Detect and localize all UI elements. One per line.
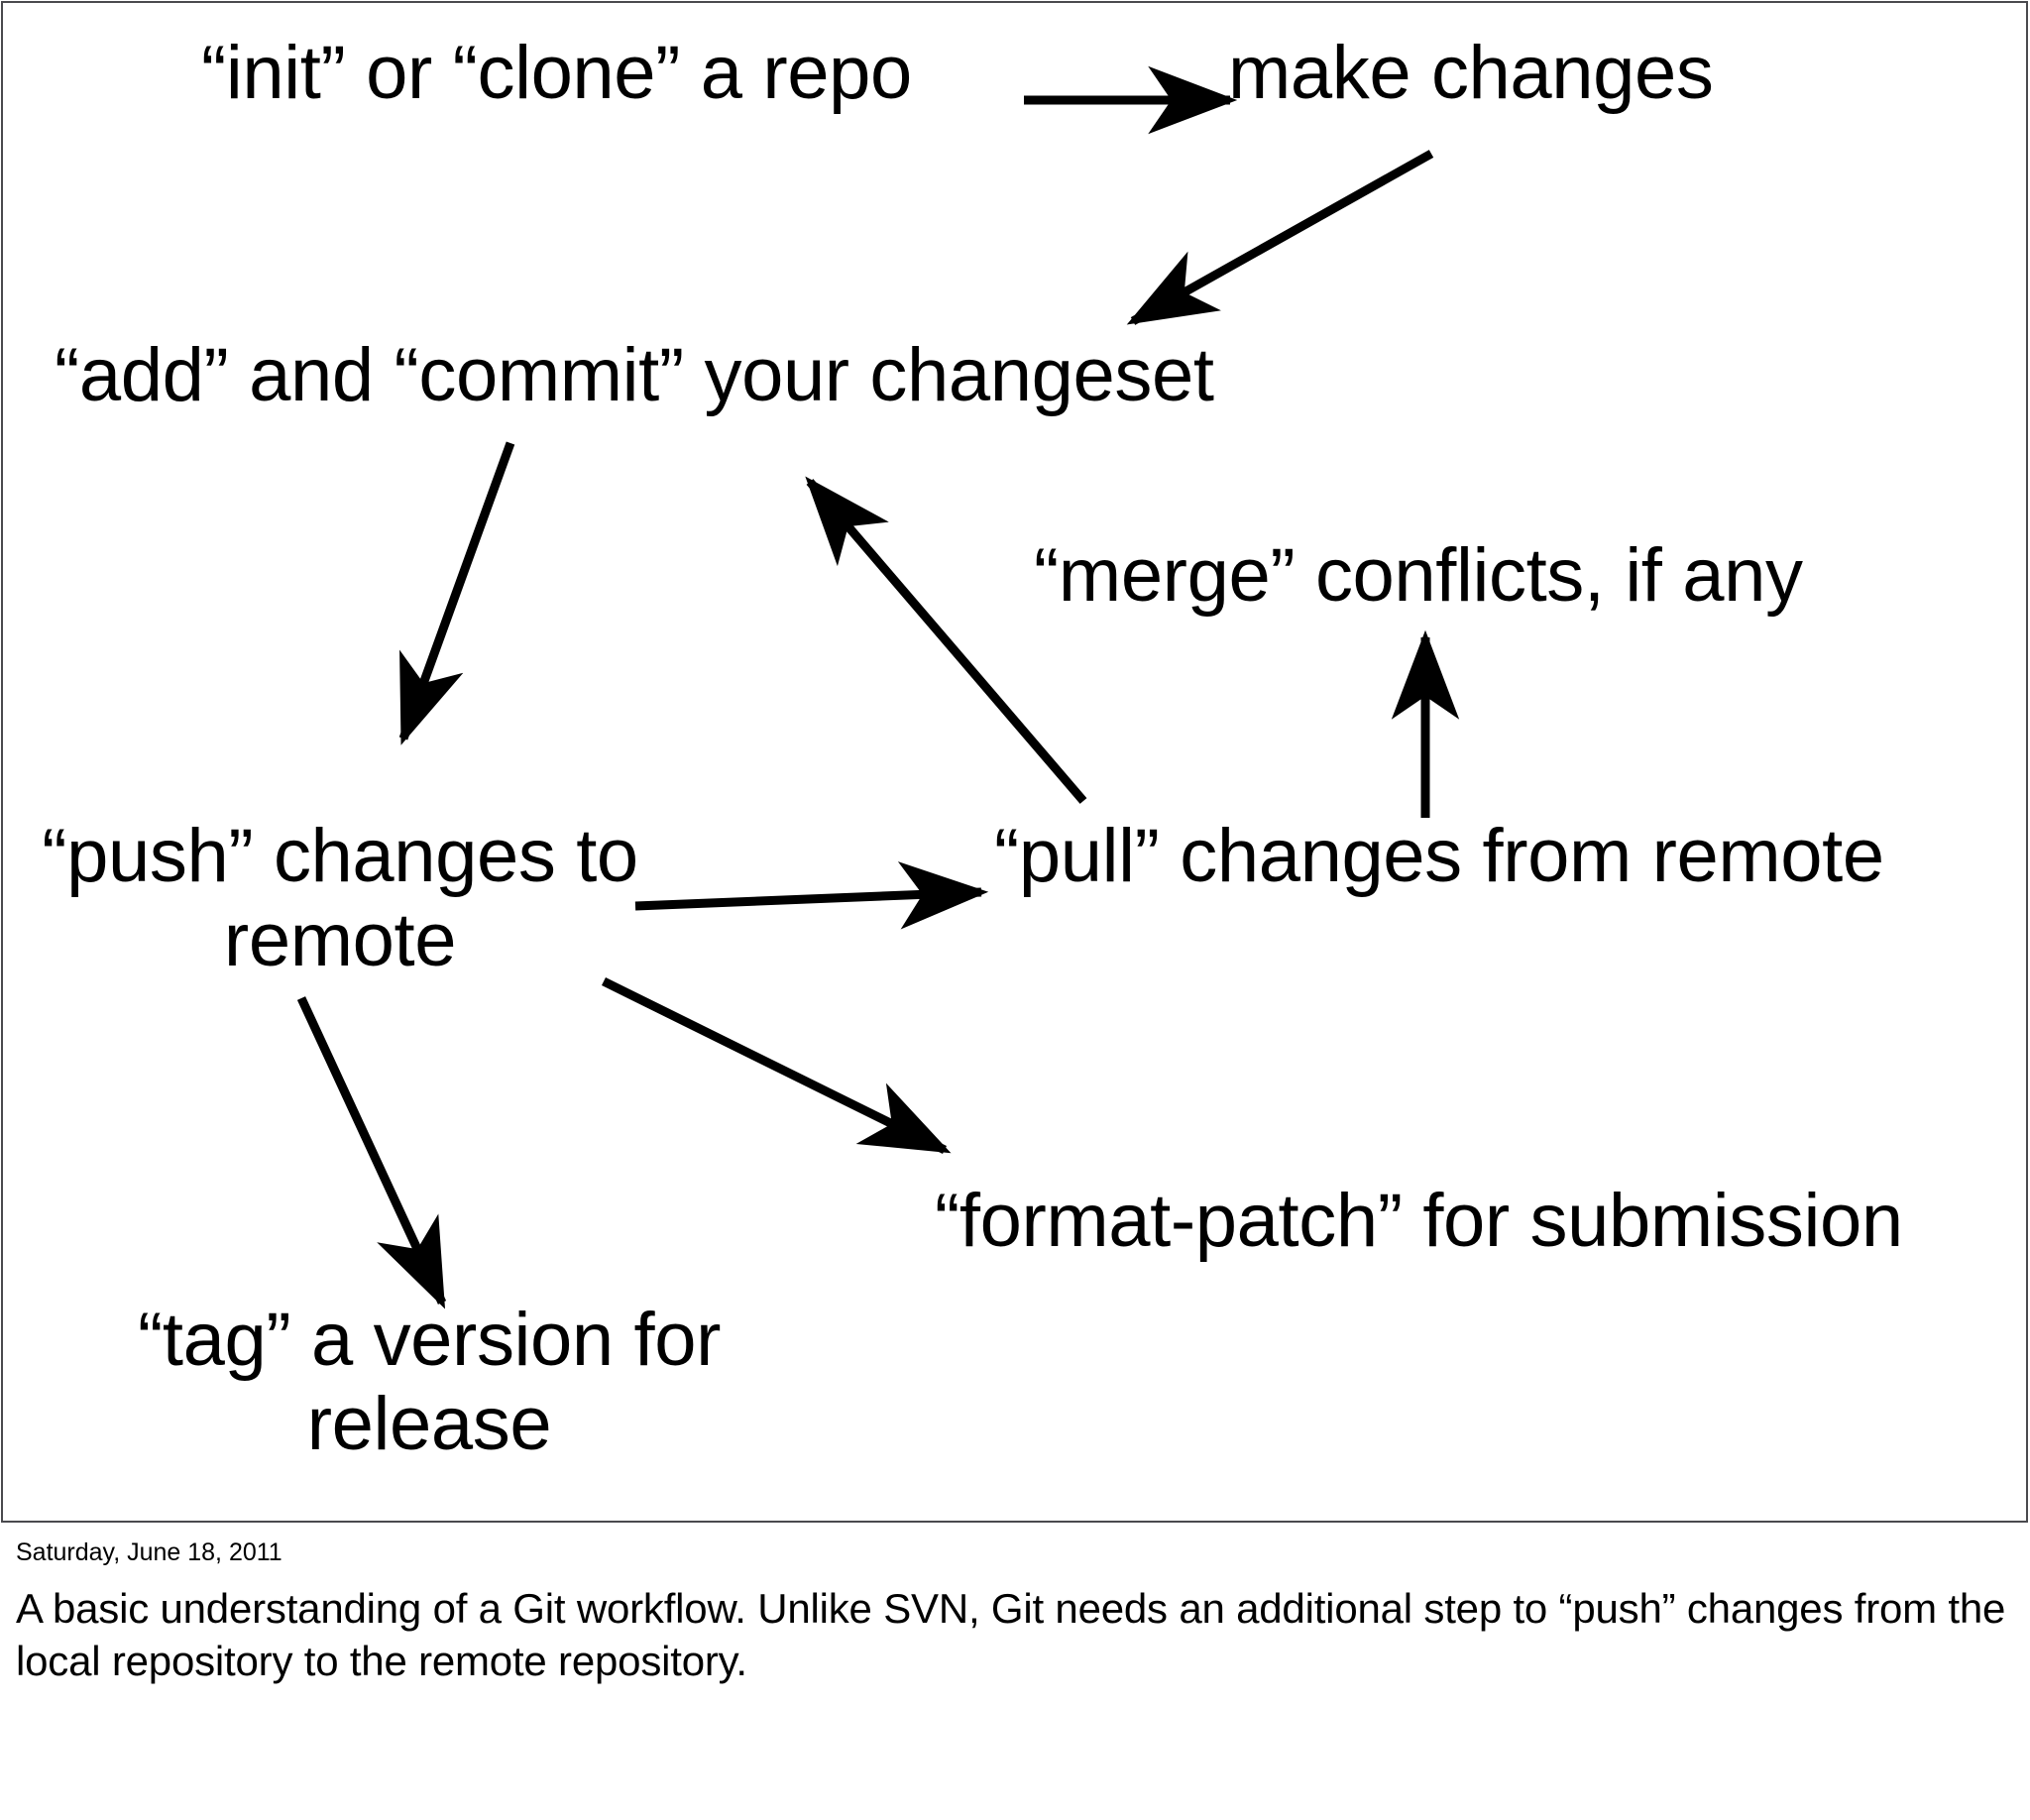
arrow-add-to-push [398, 441, 515, 745]
slide-date: Saturday, June 18, 2011 [16, 1538, 282, 1566]
arrow-push-to-format [602, 976, 952, 1155]
presenter-note: A basic understanding of a Git workflow.… [16, 1585, 2006, 1684]
node-init-clone: “init” or “clone” a repo [201, 31, 912, 115]
node-make-changes: make changes [1228, 31, 1714, 115]
arrow-push-to-pull [634, 861, 989, 930]
node-pull: “pull” changes from remote [994, 814, 1884, 898]
workflow-arrows [296, 65, 1460, 1309]
slide-canvas: “init” or “clone” a repo make changes “a… [1, 1, 2028, 1523]
arrow-pull-to-add [805, 476, 1087, 804]
slide-footer: Saturday, June 18, 2011 A basic understa… [0, 1528, 2030, 1820]
node-push: “push” changes to remote [42, 814, 638, 983]
node-format-patch: “format-patch” for submission [935, 1179, 1903, 1263]
node-tag: “tag” a version for release [138, 1298, 721, 1467]
node-merge: “merge” conflicts, if any [1034, 533, 1803, 618]
arrow-make-to-add [1126, 150, 1434, 325]
arrow-push-to-tag [296, 996, 447, 1309]
node-add-commit: “add” and “commit” your changeset [55, 333, 1214, 417]
